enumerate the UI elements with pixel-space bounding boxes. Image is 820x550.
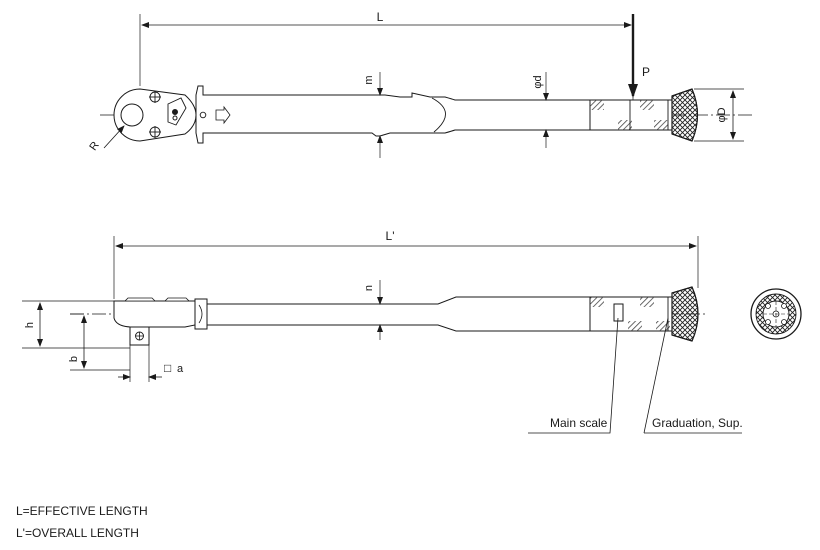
label-L: L [377, 10, 384, 24]
shaft-body [195, 85, 591, 144]
side-knurled-grip [671, 286, 699, 342]
label-b: b [68, 356, 80, 362]
label-h: h [24, 322, 36, 328]
label-R: R [87, 140, 101, 153]
arrow-symbol-icon [215, 105, 231, 125]
head-bolt-lower [149, 126, 161, 138]
main-scale-window [613, 303, 624, 322]
label-m: m [363, 75, 375, 84]
label-phi-d: φd [532, 75, 544, 88]
legend-effective-length: L=EFFECTIVE LENGTH [16, 504, 148, 518]
head-bolt-upper [149, 91, 161, 103]
label-n: n [363, 285, 375, 291]
label-L-prime: L' [386, 229, 395, 243]
label-a: a [177, 363, 184, 375]
main-scale-leader [528, 317, 619, 434]
side-view [22, 236, 742, 434]
label-P: P [642, 65, 650, 79]
side-head [113, 300, 196, 328]
callout-graduation: Graduation, Sup. [652, 416, 743, 430]
label-phi-D: φD [716, 107, 728, 122]
top-view [100, 14, 752, 158]
label-square-symbol: □ [164, 361, 171, 375]
end-view [750, 288, 802, 340]
legend-overall-length: L'=OVERALL LENGTH [16, 526, 139, 540]
side-shaft [206, 296, 591, 332]
drive-hole [120, 103, 144, 127]
knurled-grip [671, 88, 698, 142]
dim-R-leader [103, 125, 125, 149]
callout-main-scale: Main scale [550, 416, 608, 430]
